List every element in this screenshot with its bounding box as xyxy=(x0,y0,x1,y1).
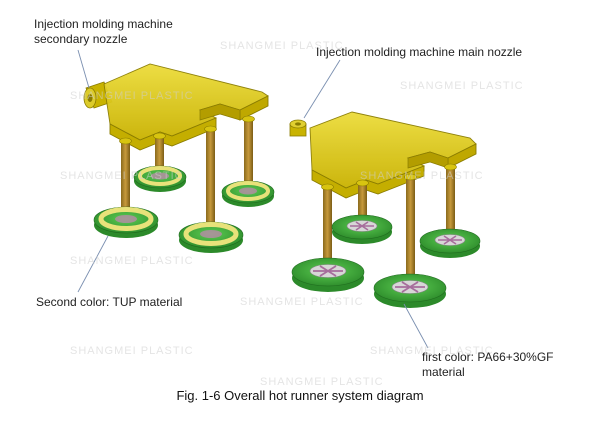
main-nozzle xyxy=(289,119,307,137)
watermark: SHANGMEI PLASTIC xyxy=(360,170,484,182)
watermark: SHANGMEI PLASTIC xyxy=(260,376,384,388)
left-nozzle-2 xyxy=(155,135,164,175)
right-disc-front-right xyxy=(373,273,447,308)
leader-secondary-nozzle xyxy=(77,49,90,89)
right-nozzle-2 xyxy=(358,182,367,222)
watermark: SHANGMEI PLASTIC xyxy=(370,345,494,357)
watermark: SHANGMEI PLASTIC xyxy=(70,345,194,357)
watermark: SHANGMEI PLASTIC xyxy=(240,296,364,308)
left-manifold-assembly xyxy=(83,63,275,253)
right-nozzle-1 xyxy=(323,186,332,264)
watermark: SHANGMEI PLASTIC xyxy=(60,170,184,182)
watermark: SHANGMEI PLASTIC xyxy=(400,80,524,92)
watermark: SHANGMEI PLASTIC xyxy=(70,90,194,102)
left-disc-back-right xyxy=(221,180,275,207)
left-disc-front-left xyxy=(93,206,159,238)
left-disc-back-left xyxy=(133,165,187,192)
left-manifold-top xyxy=(103,63,269,141)
left-nozzle-3 xyxy=(206,128,215,226)
watermark: SHANGMEI PLASTIC xyxy=(220,40,344,52)
left-nozzle-1 xyxy=(121,140,130,212)
leader-main-nozzle xyxy=(303,59,341,119)
right-disc-back-left xyxy=(331,214,393,244)
leader-lines xyxy=(77,49,429,349)
right-nozzle-3 xyxy=(406,176,415,280)
label-first-color: first color: PA66+30%GF material xyxy=(422,350,554,379)
right-disc-back-right xyxy=(419,228,481,258)
left-disc-front-right xyxy=(178,221,244,253)
leader-second-color xyxy=(77,235,109,293)
label-main-nozzle: Injection molding machine main nozzle xyxy=(316,45,523,59)
right-disc-front-left xyxy=(291,257,365,292)
leader-first-color xyxy=(403,303,429,349)
figure-caption: Fig. 1-6 Overall hot runner system diagr… xyxy=(176,388,424,403)
watermark: SHANGMEI PLASTIC xyxy=(70,255,194,267)
label-secondary-nozzle: Injection molding machine secondary nozz… xyxy=(34,17,173,46)
left-nozzle-4 xyxy=(244,118,253,190)
right-nozzle-4 xyxy=(446,166,455,240)
right-manifold-assembly xyxy=(289,111,481,308)
label-second-color: Second color: TUP material xyxy=(36,295,183,309)
